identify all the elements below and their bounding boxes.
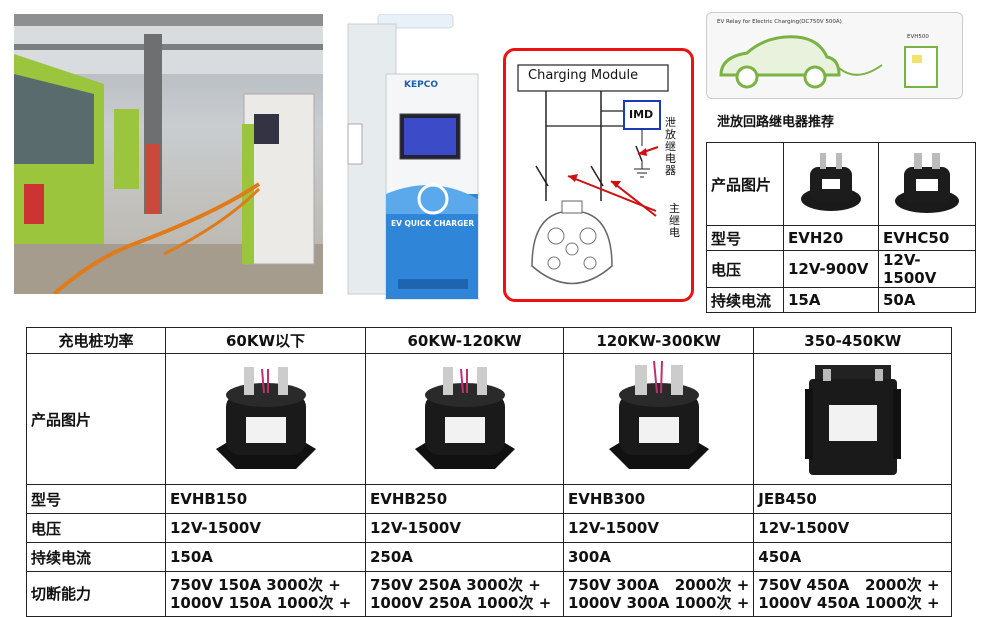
- breaking-2-line2: 1000V 250A 1000次 +: [370, 594, 552, 612]
- imd-label: IMD: [629, 108, 654, 121]
- ev-panel-caption: EV Relay for Electric Charging(DC750V 50…: [717, 19, 842, 25]
- ev-quick-charger-photo: KEPCO EV QUICK CHARGER: [338, 13, 488, 304]
- power-col-3: 120KW-300KW: [562, 327, 755, 354]
- model-4: JEB450: [753, 484, 953, 514]
- model-row-label: 型号: [26, 484, 166, 514]
- diagram-title: Charging Module: [528, 68, 639, 83]
- discharge-relay-table: 产品图片: [706, 142, 976, 313]
- recommendation-title: 泄放回路继电器推荐: [717, 115, 835, 130]
- product-image-cell-4: [753, 353, 953, 485]
- current-row-label: 持续电流: [26, 542, 166, 572]
- relay-image-evh20: [801, 153, 861, 211]
- breaking-cell-3: 750V 300A 2000次 +1000V 300A 1000次 +: [562, 571, 755, 617]
- small-current-label: 持续电流: [706, 287, 784, 313]
- small-model-2: EVHC50: [878, 225, 976, 251]
- model-2: EVHB250: [365, 484, 564, 514]
- discharge-relay-label: 泄放继电器: [665, 116, 676, 177]
- current-1: 150A: [165, 542, 366, 572]
- breaking-4-line2: 1000V 450A 1000次 +: [758, 594, 940, 612]
- relay-image-evhc50: [895, 153, 959, 213]
- power-col-4: 350-450KW: [753, 327, 953, 354]
- image-row-label: 产品图片: [26, 353, 166, 485]
- voltage-3: 12V-1500V: [562, 513, 755, 543]
- breaking-2-line1: 750V 250A 3000次 +: [370, 576, 541, 594]
- current-4: 450A: [753, 542, 953, 572]
- small-current-2: 50A: [878, 287, 976, 313]
- small-product-image-2: [878, 142, 976, 226]
- relay-image-evhb250: [414, 367, 515, 469]
- power-col-2: 60KW-120KW: [365, 327, 564, 354]
- relay-image-evhb150: [215, 367, 316, 469]
- voltage-row-label: 电压: [26, 513, 166, 543]
- model-3: EVHB300: [562, 484, 755, 514]
- current-3: 300A: [562, 542, 755, 572]
- small-voltage-label: 电压: [706, 250, 784, 288]
- small-current-1: 15A: [783, 287, 879, 313]
- ev-panel-unit-label: EVH500: [907, 34, 929, 40]
- product-image-cell-3: [562, 353, 755, 485]
- breaking-cell-2: 750V 250A 3000次 +1000V 250A 1000次 +: [365, 571, 564, 617]
- main-relay-table: 充电桩功率 60KW以下 60KW-120KW 120KW-300KW 350-…: [26, 327, 953, 617]
- charger-panel-text: EV QUICK CHARGER: [391, 219, 475, 228]
- bus-charging-photo: [14, 14, 323, 294]
- power-col-1: 60KW以下: [165, 327, 366, 354]
- small-voltage-2: 12V-1500V: [878, 250, 976, 288]
- breaking-1-line1: 750V 150A 3000次 +: [170, 576, 341, 594]
- breaking-row-label: 切断能力: [26, 571, 166, 617]
- small-model-1: EVH20: [783, 225, 879, 251]
- voltage-4: 12V-1500V: [753, 513, 953, 543]
- relay-image-jeb450: [804, 365, 901, 475]
- small-voltage-1: 12V-900V: [783, 250, 879, 288]
- breaking-cell-1: 750V 150A 3000次 +1000V 150A 1000次 +: [165, 571, 366, 617]
- current-2: 250A: [365, 542, 564, 572]
- breaking-1-line2: 1000V 150A 1000次 +: [170, 594, 352, 612]
- breaking-3-line1: 750V 300A 2000次 +: [568, 576, 750, 594]
- product-image-cell-2: [365, 353, 564, 485]
- voltage-1: 12V-1500V: [165, 513, 366, 543]
- charger-brand-label: KEPCO: [404, 80, 438, 90]
- product-image-cell-1: [165, 353, 366, 485]
- breaking-4-line1: 750V 450A 2000次 +: [758, 576, 940, 594]
- small-product-image-1: [783, 142, 879, 226]
- charging-module-diagram: Charging Module IMD 泄放继电器 主继电: [503, 48, 694, 302]
- power-header-label: 充电桩功率: [26, 327, 166, 354]
- breaking-3-line2: 1000V 300A 1000次 +: [568, 594, 750, 612]
- ev-relay-panel: EV Relay for Electric Charging(DC750V 50…: [706, 12, 963, 99]
- small-model-label: 型号: [706, 225, 784, 251]
- model-1: EVHB150: [165, 484, 366, 514]
- main-relay-label: 主继电: [669, 202, 680, 239]
- small-image-label: 产品图片: [706, 142, 784, 226]
- relay-image-evhb300: [608, 360, 709, 469]
- voltage-2: 12V-1500V: [365, 513, 564, 543]
- breaking-cell-4: 750V 450A 2000次 +1000V 450A 1000次 +: [753, 571, 953, 617]
